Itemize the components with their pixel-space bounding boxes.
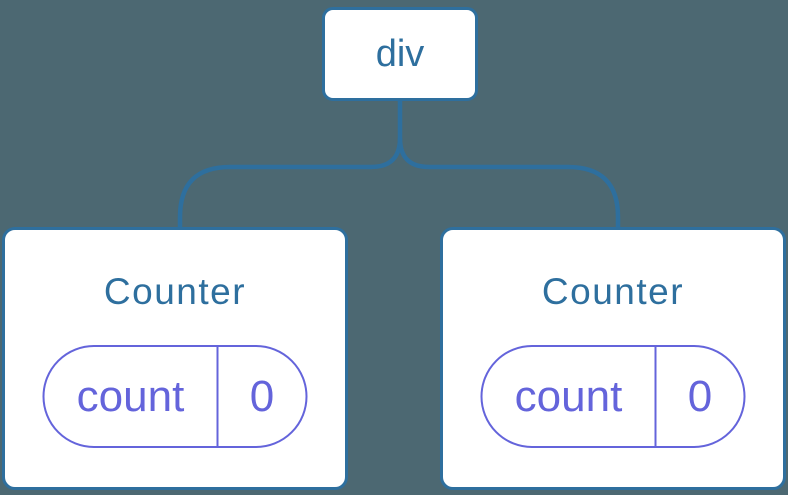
state-value: 0 bbox=[249, 371, 275, 421]
component-name: Counter bbox=[103, 271, 247, 312]
state-key: count bbox=[514, 371, 623, 421]
tree-node-counter-right: Counter count 0 bbox=[440, 227, 786, 490]
state-badge: count 0 bbox=[42, 345, 308, 448]
tree-node-div: div bbox=[322, 7, 478, 101]
state-badge: count 0 bbox=[480, 345, 746, 448]
state-value: 0 bbox=[687, 371, 713, 421]
state-key: count bbox=[76, 371, 185, 421]
tree-node-div-label: div bbox=[375, 32, 425, 75]
state-divider bbox=[216, 347, 219, 446]
state-divider bbox=[654, 347, 657, 446]
tree-node-counter-left: Counter count 0 bbox=[2, 227, 348, 490]
component-name: Counter bbox=[541, 271, 685, 312]
